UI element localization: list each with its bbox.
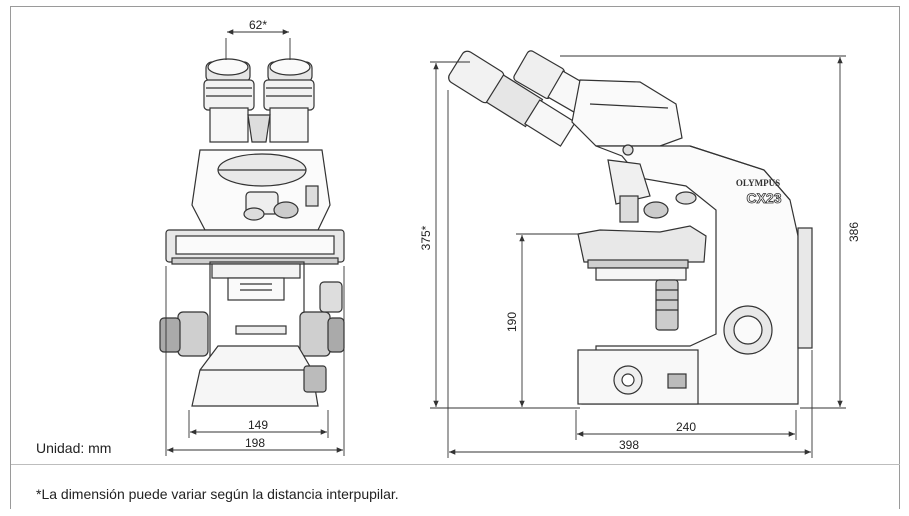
front-dimensions xyxy=(165,29,345,456)
side-arm xyxy=(581,144,813,405)
front-view xyxy=(159,58,345,407)
diagram-frame xyxy=(10,6,900,509)
side-nosepiece xyxy=(607,159,697,223)
dim-side-total-height: 375* xyxy=(419,225,433,250)
dim-base-depth: 240 xyxy=(676,420,696,434)
side-eyepieces xyxy=(448,50,683,147)
dim-front-outer-width: 198 xyxy=(245,436,265,450)
side-stage xyxy=(577,225,707,331)
brand-label: OLYMPUS xyxy=(736,178,780,188)
side-base xyxy=(577,349,699,405)
front-head xyxy=(191,149,331,231)
footnote: *La dimensión puede variar según la dist… xyxy=(36,486,399,502)
front-eyepieces xyxy=(203,58,315,143)
side-dimensions xyxy=(430,55,846,458)
unit-label: Unidad: mm xyxy=(36,440,112,456)
front-stage xyxy=(165,229,345,301)
dim-body-height: 386 xyxy=(847,222,861,242)
dim-stage-height: 190 xyxy=(505,312,519,332)
dim-total-depth: 398 xyxy=(619,438,639,452)
dim-eyepiece-spacing: 62* xyxy=(249,18,267,32)
side-view xyxy=(448,50,813,405)
dim-front-inner-width: 149 xyxy=(248,418,268,432)
divider-line xyxy=(11,464,900,465)
front-base xyxy=(191,345,327,407)
model-label: CX23 xyxy=(746,190,781,206)
